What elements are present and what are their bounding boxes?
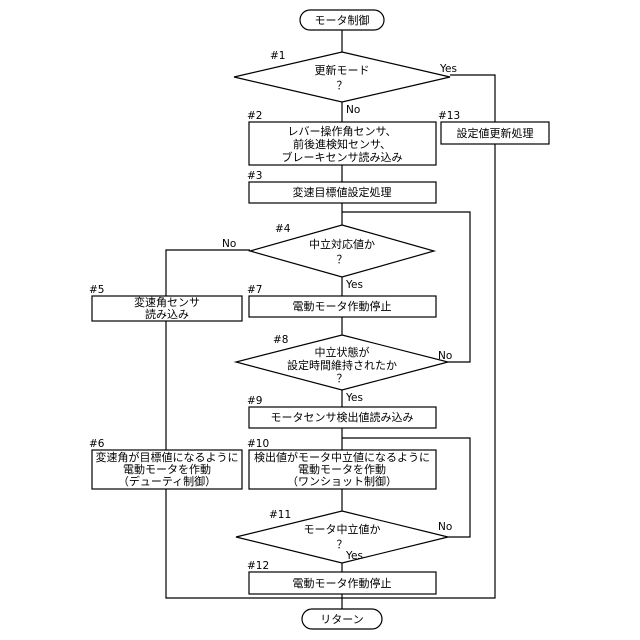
decision-motor-neutral-line-1: モータ中立値か xyxy=(304,522,381,536)
decision-neutral-value-line-1: 中立対応値か xyxy=(309,237,375,251)
start-label: モータ制御 xyxy=(315,13,370,27)
target-setting-text: 変速目標値設定処理 xyxy=(293,185,392,199)
step-5-label: #5 xyxy=(89,284,104,296)
d1-yes-label: Yes xyxy=(439,63,457,75)
step-12-label: #12 xyxy=(247,560,269,572)
motor-sensor-read-text: モータセンサ検出値読み込み xyxy=(271,410,414,424)
end-label: リターン xyxy=(320,613,363,626)
setting-update-text: 設定値更新処理 xyxy=(457,126,534,140)
d1-no-label: No xyxy=(346,104,360,116)
one-shot-control-line-2: 電動モータを作動 xyxy=(298,462,386,476)
sensor-read-line-3: ブレーキセンサ読み込み xyxy=(282,150,403,164)
edge-d4-to-b5 xyxy=(166,250,250,296)
final-motor-stop-text: 電動モータ作動停止 xyxy=(293,576,392,590)
duty-control-line-2: 電動モータを作動 xyxy=(123,462,211,476)
d8-yes-label: Yes xyxy=(345,392,363,404)
one-shot-control-line-3: （ワンショット制御） xyxy=(287,474,397,488)
step-6-label: #6 xyxy=(89,438,105,450)
step-3-label: #3 xyxy=(247,170,262,182)
d11-yes-label: Yes xyxy=(345,550,363,562)
sensor-read-line-1: レバー操作角センサ、 xyxy=(287,124,396,138)
decision-update-mode xyxy=(234,52,450,102)
decision-update-mode-line-2: ？ xyxy=(337,79,348,92)
motor-stop-text: 電動モータ作動停止 xyxy=(293,299,392,313)
decision-update-mode-line-1: 更新モード xyxy=(315,63,370,77)
d4-yes-label: Yes xyxy=(345,279,363,291)
step-13-label: #13 xyxy=(438,110,460,122)
shift-angle-read-line-2: 読み込み xyxy=(145,307,189,321)
step-9-label: #9 xyxy=(247,395,262,407)
step-4-label: #4 xyxy=(275,223,291,235)
step-1-label: #1 xyxy=(270,50,285,62)
d11-no-label: No xyxy=(438,521,452,533)
decision-neutral-value-line-2: ？ xyxy=(337,253,348,266)
step-10-label: #10 xyxy=(247,438,269,450)
step-8-label: #8 xyxy=(273,334,288,346)
duty-control-line-3: （デューティ制御） xyxy=(118,474,216,488)
step-11-label: #11 xyxy=(269,509,291,521)
decision-motor-neutral xyxy=(236,511,448,563)
decision-neutral-held-line-3: ？ xyxy=(337,372,348,385)
decision-neutral-held-line-1: 中立状態が xyxy=(315,345,370,359)
step-2-label: #2 xyxy=(247,110,262,122)
d4-no-label: No xyxy=(222,238,236,250)
shift-angle-read-line-1: 変速角センサ xyxy=(134,295,200,309)
sensor-read-line-2: 前後進検知センサ、 xyxy=(293,137,391,151)
duty-control-line-1: 変速角が目標値になるように xyxy=(96,450,239,464)
step-7-label: #7 xyxy=(247,284,262,296)
one-shot-control-line-1: 検出値がモータ中立値になるように xyxy=(254,450,430,464)
decision-neutral-held-line-2: 設定時間維持されたか xyxy=(287,358,397,372)
d8-no-label: No xyxy=(438,350,452,362)
